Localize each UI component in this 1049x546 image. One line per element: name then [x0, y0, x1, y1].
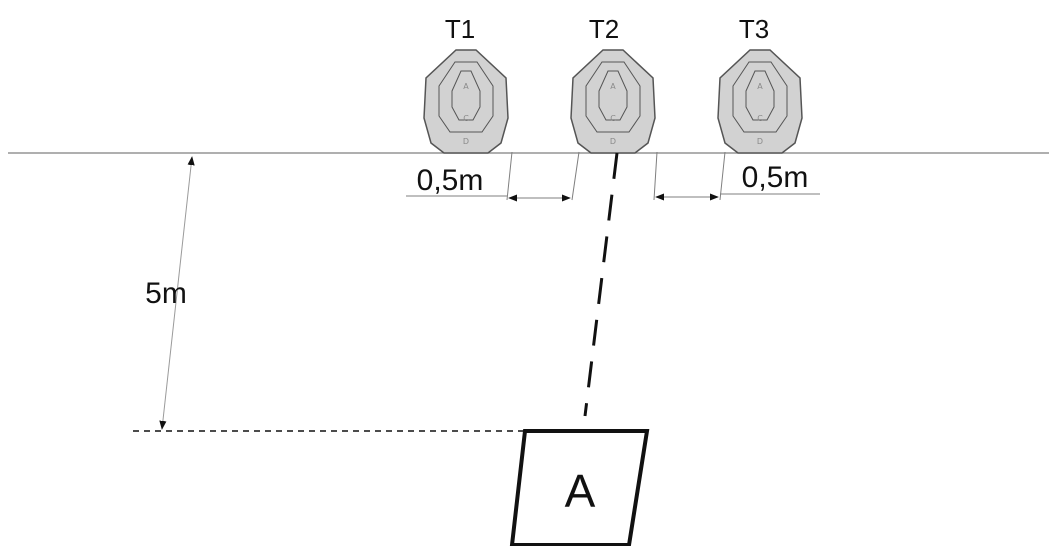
- target-silhouette: [423, 49, 509, 154]
- spacing-label-right: 0,5m: [742, 161, 809, 194]
- shooting-position-box: A: [509, 429, 650, 546]
- distance-dimension: 5m: [145, 156, 195, 430]
- position-label: A: [565, 465, 596, 517]
- target-label: T2: [589, 14, 619, 44]
- zone-label-a: A: [610, 82, 616, 91]
- target-silhouette: [570, 49, 656, 154]
- zone-label-a: A: [757, 82, 763, 91]
- spacing-dimension-left: 0,5m: [406, 151, 580, 202]
- distance-label: 5m: [145, 277, 187, 310]
- spacing-dimension-right: 0,5m: [653, 151, 820, 201]
- target-t2: A C D T2: [570, 14, 656, 154]
- target-t3: A C D T3: [717, 14, 803, 154]
- line-of-fire: [583, 152, 619, 417]
- zone-label-a: A: [463, 82, 469, 91]
- spacing-label-left: 0,5m: [417, 164, 484, 197]
- target-label: T3: [739, 14, 769, 44]
- zone-label-d: D: [757, 137, 763, 146]
- distance-arrow: [159, 156, 195, 430]
- zone-label-c: C: [610, 114, 616, 123]
- target-t1: A C D T1: [423, 14, 509, 154]
- zone-label-d: D: [463, 137, 469, 146]
- target-silhouette: [717, 49, 803, 154]
- target-label: T1: [445, 14, 475, 44]
- zone-label-c: C: [757, 114, 763, 123]
- zone-label-d: D: [610, 137, 616, 146]
- zone-label-c: C: [463, 114, 469, 123]
